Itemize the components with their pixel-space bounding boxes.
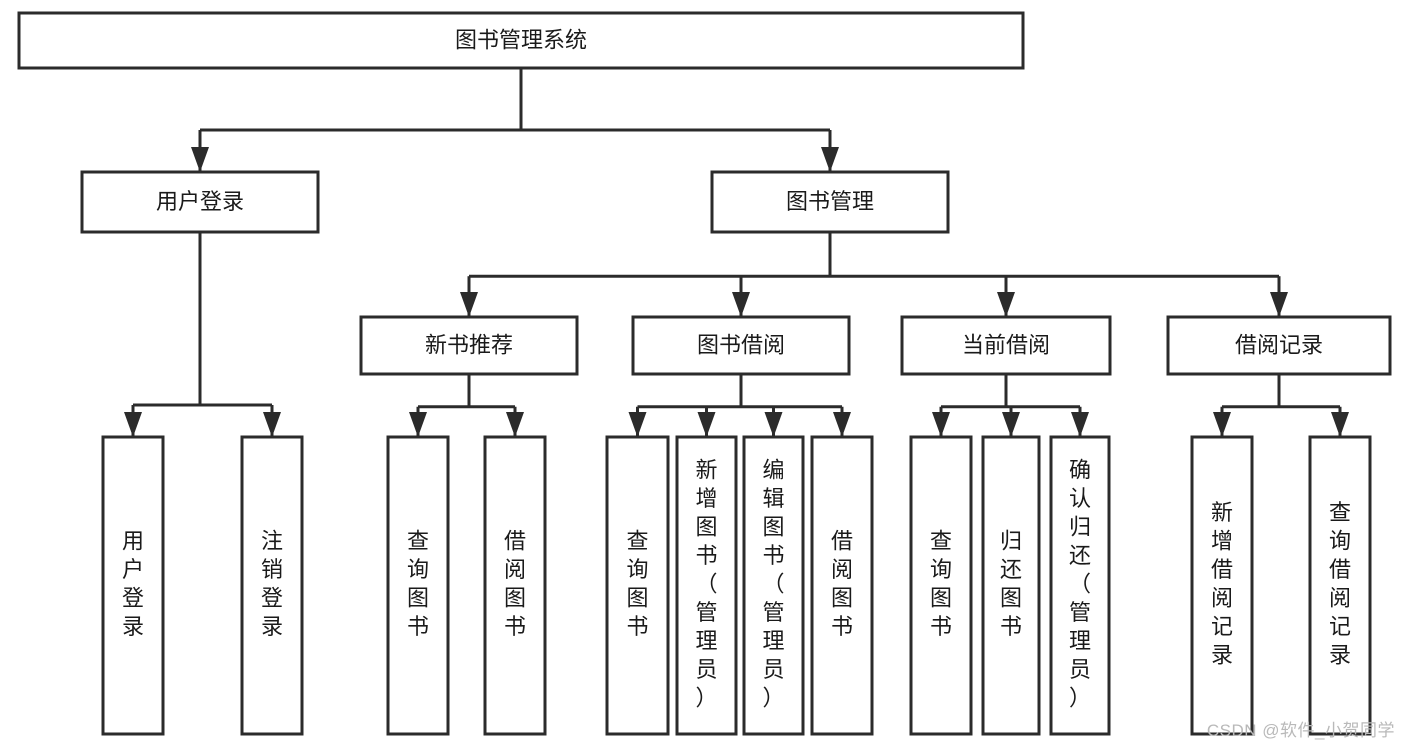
connector-group-book-borrow: [628, 374, 851, 437]
node-book-management[interactable]: 图书管理: [710, 170, 950, 234]
arrow-head: [764, 412, 783, 437]
arrow-head: [697, 412, 716, 437]
node-label-borrow-record: 借阅记录: [1235, 332, 1323, 357]
arrow-head: [506, 412, 524, 437]
node-box-leaf-return-book: [981, 435, 1041, 736]
node-box-book-management: [710, 170, 950, 234]
arrow-head: [409, 412, 427, 437]
arrow-head: [628, 412, 647, 437]
node-user-login[interactable]: 用户登录: [80, 170, 320, 234]
node-new-book-recommend[interactable]: 新书推荐: [359, 315, 579, 376]
connector-group-book-management: [460, 232, 1288, 317]
node-label-root: 图书管理系统: [455, 27, 587, 52]
node-leaf-query-book-current[interactable]: 查询图书: [909, 435, 973, 736]
arrow-head: [124, 412, 142, 437]
node-leaf-user-login[interactable]: 用户登录: [101, 435, 165, 736]
node-label-leaf-query-book-rec: 查询图书: [407, 529, 429, 640]
node-box-leaf-borrow-book-borrow: [810, 435, 874, 736]
node-box-leaf-query-book-current: [909, 435, 973, 736]
node-root[interactable]: 图书管理系统: [17, 11, 1025, 70]
node-label-current-borrow: 当前借阅: [962, 332, 1050, 357]
node-box-borrow-record: [1166, 315, 1392, 376]
node-box-root: [17, 11, 1025, 70]
node-label-leaf-edit-book-admin: 编辑图书（管理员）: [762, 457, 784, 710]
arrow-head: [263, 412, 281, 437]
arrow-head: [732, 292, 750, 317]
arrow-head: [833, 412, 851, 437]
node-leaf-return-book[interactable]: 归还图书: [981, 435, 1041, 736]
connector-group-root: [191, 68, 839, 172]
arrow-head: [191, 147, 209, 172]
node-box-leaf-confirm-return-admin: [1049, 435, 1111, 736]
node-box-leaf-borrow-book-rec: [483, 435, 547, 736]
node-box-leaf-add-borrow-record: [1190, 435, 1254, 736]
node-box-current-borrow: [900, 315, 1112, 376]
connector-group-new-book-recommend: [409, 374, 524, 437]
connector-group-current-borrow: [932, 374, 1089, 437]
arrow-head: [1213, 412, 1231, 437]
node-label-leaf-add-borrow-record: 新增借阅记录: [1211, 500, 1233, 668]
node-leaf-borrow-book-rec[interactable]: 借阅图书: [483, 435, 547, 736]
node-leaf-add-borrow-record[interactable]: 新增借阅记录: [1190, 435, 1254, 736]
node-label-leaf-borrow-book-borrow: 借阅图书: [831, 529, 853, 640]
node-box-leaf-query-borrow-record: [1308, 435, 1372, 736]
arrow-head: [1002, 412, 1020, 437]
node-leaf-query-book-borrow[interactable]: 查询图书: [605, 435, 670, 736]
node-borrow-record[interactable]: 借阅记录: [1166, 315, 1392, 376]
connector-group-user-login: [124, 232, 281, 437]
node-label-new-book-recommend: 新书推荐: [425, 332, 513, 357]
node-current-borrow[interactable]: 当前借阅: [900, 315, 1112, 376]
node-label-leaf-borrow-book-rec: 借阅图书: [504, 529, 526, 640]
node-box-new-book-recommend: [359, 315, 579, 376]
node-box-leaf-edit-book-admin: [742, 435, 805, 736]
connector-group-borrow-record: [1213, 374, 1349, 437]
node-box-leaf-query-book-borrow: [605, 435, 670, 736]
node-label-leaf-query-book-current: 查询图书: [930, 529, 952, 640]
node-box-leaf-logout-login: [240, 435, 304, 736]
node-book-borrow[interactable]: 图书借阅: [631, 315, 851, 376]
node-leaf-edit-book-admin[interactable]: 编辑图书（管理员）: [742, 435, 805, 736]
arrow-head: [1331, 412, 1349, 437]
node-label-user-login: 用户登录: [156, 189, 244, 214]
arrow-head: [997, 292, 1015, 317]
arrow-head: [932, 412, 950, 437]
node-label-leaf-confirm-return-admin: 确认归还（管理员）: [1069, 457, 1091, 710]
arrow-head: [460, 292, 478, 317]
node-label-leaf-logout-login: 注销登录: [261, 529, 283, 640]
arrow-head: [1071, 412, 1089, 437]
node-label-book-borrow: 图书借阅: [697, 332, 785, 357]
watermark-text: CSDN @软件_小贺同学: [1206, 721, 1395, 740]
node-box-leaf-query-book-rec: [386, 435, 450, 736]
node-label-leaf-user-login: 用户登录: [122, 529, 144, 640]
node-leaf-borrow-book-borrow[interactable]: 借阅图书: [810, 435, 874, 736]
edges-layer: [124, 68, 1349, 437]
node-label-leaf-query-book-borrow: 查询图书: [626, 529, 648, 640]
arrow-head: [821, 147, 839, 172]
node-box-leaf-add-book-admin: [675, 435, 738, 736]
node-leaf-add-book-admin[interactable]: 新增图书（管理员）: [675, 435, 738, 736]
node-leaf-query-book-rec[interactable]: 查询图书: [386, 435, 450, 736]
node-leaf-logout-login[interactable]: 注销登录: [240, 435, 304, 736]
node-box-leaf-user-login: [101, 435, 165, 736]
node-label-book-management: 图书管理: [786, 189, 874, 214]
nodes-layer: 图书管理系统用户登录图书管理新书推荐图书借阅当前借阅借阅记录用户登录注销登录查询…: [17, 11, 1392, 736]
node-label-leaf-add-book-admin: 新增图书（管理员）: [695, 457, 717, 710]
node-leaf-query-borrow-record[interactable]: 查询借阅记录: [1308, 435, 1372, 736]
node-leaf-confirm-return-admin[interactable]: 确认归还（管理员）: [1049, 435, 1111, 736]
arrow-head: [1270, 292, 1288, 317]
node-box-book-borrow: [631, 315, 851, 376]
node-label-leaf-query-borrow-record: 查询借阅记录: [1329, 500, 1351, 668]
node-label-leaf-return-book: 归还图书: [1000, 529, 1022, 640]
node-box-user-login: [80, 170, 320, 234]
